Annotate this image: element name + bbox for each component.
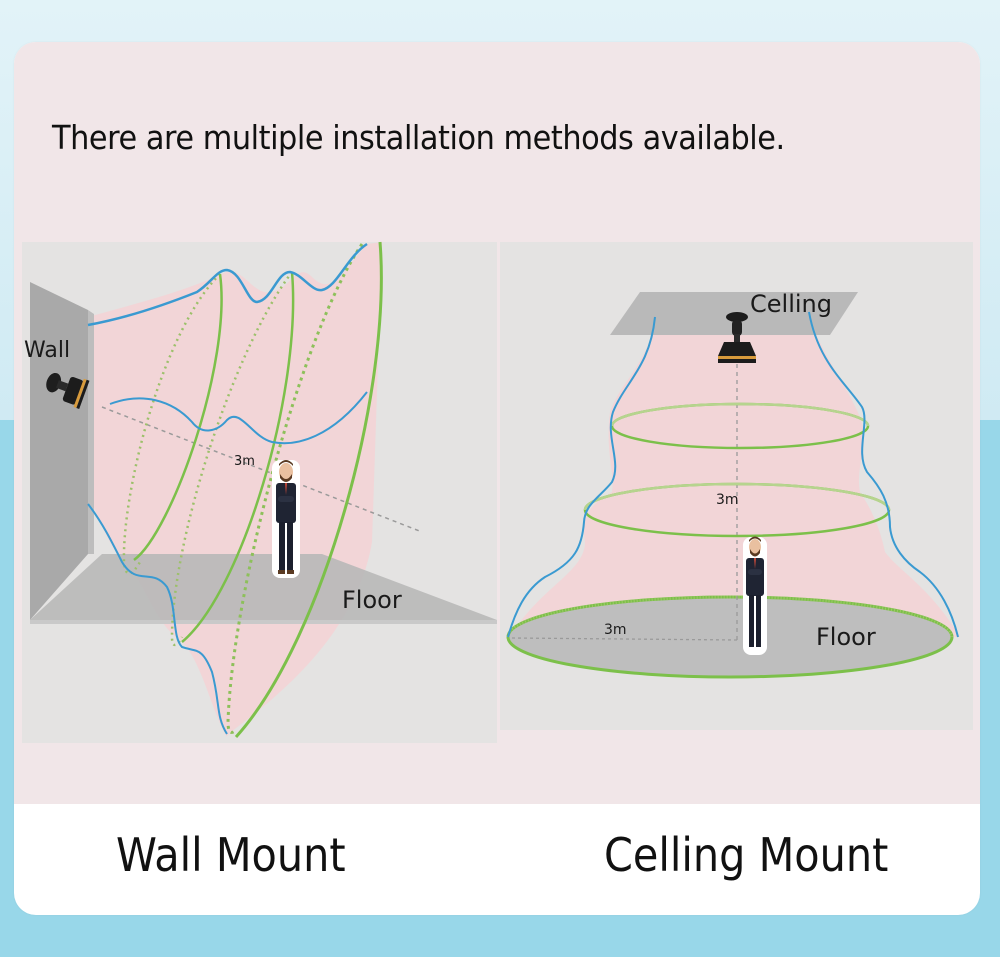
pir-sensor-icon xyxy=(718,312,756,363)
detection-boundary-bottom xyxy=(87,503,228,735)
floor-surface xyxy=(508,597,952,677)
person-icon xyxy=(272,460,300,578)
floor-label: Floor xyxy=(342,586,402,614)
floor-surface xyxy=(30,554,497,620)
detection-boundary-left xyxy=(507,316,656,638)
wall-label: Wall xyxy=(24,338,70,363)
zone-ellipse-dotted-2 xyxy=(170,271,294,647)
zone-ellipse-solid-2 xyxy=(181,271,295,643)
floor-label: Floor xyxy=(816,623,876,651)
ceiling-mount-diagram: Celling 3m 3m Floor xyxy=(500,242,973,730)
caption-ceiling-mount: Celling Mount xyxy=(604,828,889,882)
height-label: 3m xyxy=(716,492,739,508)
installation-card: There are multiple installation methods … xyxy=(14,42,980,915)
zone-ellipse-solid-3 xyxy=(234,241,383,739)
radius-label: 3m xyxy=(604,622,627,638)
detection-zone xyxy=(510,317,960,637)
detection-boundary-top xyxy=(87,242,368,327)
wall-mount-diagram: Wall 3m Floor xyxy=(22,241,497,743)
zone-ellipse-solid-1 xyxy=(133,273,223,562)
headline: There are multiple installation methods … xyxy=(52,118,785,157)
ceiling-diagram-svg: Celling 3m 3m Floor xyxy=(506,290,960,679)
zone-ellipse-dotted-3 xyxy=(226,243,364,734)
wall-surface xyxy=(30,282,88,620)
person-icon xyxy=(743,536,767,655)
distance-line xyxy=(101,406,423,533)
detection-boundary-right xyxy=(808,311,959,638)
pir-sensor-icon xyxy=(46,372,90,409)
distance-label: 3m xyxy=(234,454,255,469)
ceiling-label: Celling xyxy=(750,290,832,318)
detection-boundary-middle xyxy=(109,391,368,445)
wall-diagram-svg: Wall 3m Floor xyxy=(24,241,497,739)
radius-line xyxy=(511,637,738,641)
caption-wall-mount: Wall Mount xyxy=(116,828,346,882)
